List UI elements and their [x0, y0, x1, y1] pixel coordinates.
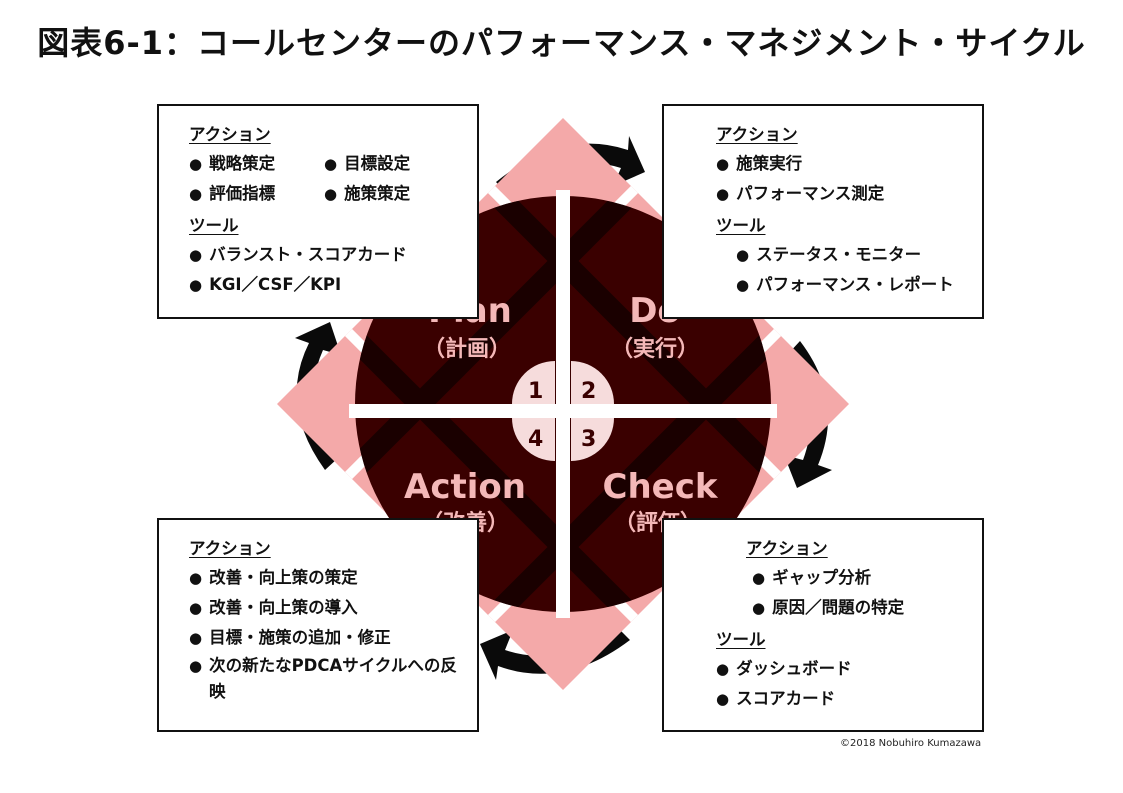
list-item: 目標・施策の追加・修正	[189, 623, 459, 653]
plan-info-box: アクション 戦略策定 評価指標 目標設定 施策策定 ツール バランスト・スコアカ…	[157, 104, 479, 319]
list-item: 改善・向上策の策定	[189, 563, 459, 593]
plan-action-list: 戦略策定 評価指標 目標設定 施策策定	[189, 149, 459, 209]
list-item: パフォーマンス測定	[716, 179, 964, 209]
quadrant-dividers	[349, 190, 777, 618]
list-item: 目標設定	[324, 149, 459, 179]
do-tool-heading: ツール	[716, 216, 766, 235]
number-1: 1	[528, 379, 543, 404]
action-label: Action	[404, 467, 526, 507]
number-2: 2	[581, 379, 596, 404]
circle-lattice	[355, 196, 771, 612]
list-item: ステータス・モニター	[716, 240, 964, 270]
copyright-notice: ©2018 Nobuhiro Kumazawa	[840, 738, 982, 749]
center-quarter-1	[512, 361, 555, 404]
plan-sublabel: （計画）	[423, 336, 511, 362]
check-tool-heading: ツール	[716, 630, 766, 649]
list-item: 施策実行	[716, 149, 964, 179]
list-item: ダッシュボード	[716, 654, 964, 684]
number-4: 4	[528, 427, 543, 452]
list-item: KGI／CSF／KPI	[189, 270, 459, 300]
list-item: 評価指標	[189, 179, 324, 209]
do-info-box: アクション 施策実行 パフォーマンス測定 ツール ステータス・モニター パフォー…	[662, 104, 984, 319]
plan-tool-heading: ツール	[189, 216, 239, 235]
plan-action-heading: アクション	[189, 125, 271, 144]
action-info-box: アクション 改善・向上策の策定 改善・向上策の導入 目標・施策の追加・修正 次の…	[157, 518, 479, 732]
center-quarter-3	[571, 418, 614, 461]
list-item: 戦略策定	[189, 149, 324, 179]
check-label: Check	[603, 467, 719, 507]
action-action-heading: アクション	[189, 539, 271, 558]
center-quarter-2	[571, 361, 614, 404]
arrow-check-to-action	[480, 627, 630, 680]
list-item: バランスト・スコアカード	[189, 240, 459, 270]
check-action-heading: アクション	[746, 539, 828, 558]
list-item: パフォーマンス・レポート	[716, 270, 964, 300]
do-action-heading: アクション	[716, 125, 798, 144]
list-item: 原因／問題の特定	[716, 593, 964, 623]
center-numbers	[512, 361, 614, 461]
list-item: スコアカード	[716, 684, 964, 714]
check-info-box: アクション ギャップ分析 原因／問題の特定 ツール ダッシュボード スコアカード	[662, 518, 984, 732]
center-quarter-4	[512, 418, 555, 461]
list-item: 施策策定	[324, 179, 459, 209]
list-item: 改善・向上策の導入	[189, 593, 459, 623]
page-title: 図表6-1：コールセンターのパフォーマンス・マネジメント・サイクル	[37, 24, 1086, 62]
list-item: ギャップ分析	[716, 563, 964, 593]
list-item: 次の新たなPDCAサイクルへの反映	[189, 653, 459, 705]
do-sublabel: （実行）	[611, 336, 699, 362]
number-3: 3	[581, 427, 596, 452]
arrow-plan-to-do	[496, 136, 645, 195]
